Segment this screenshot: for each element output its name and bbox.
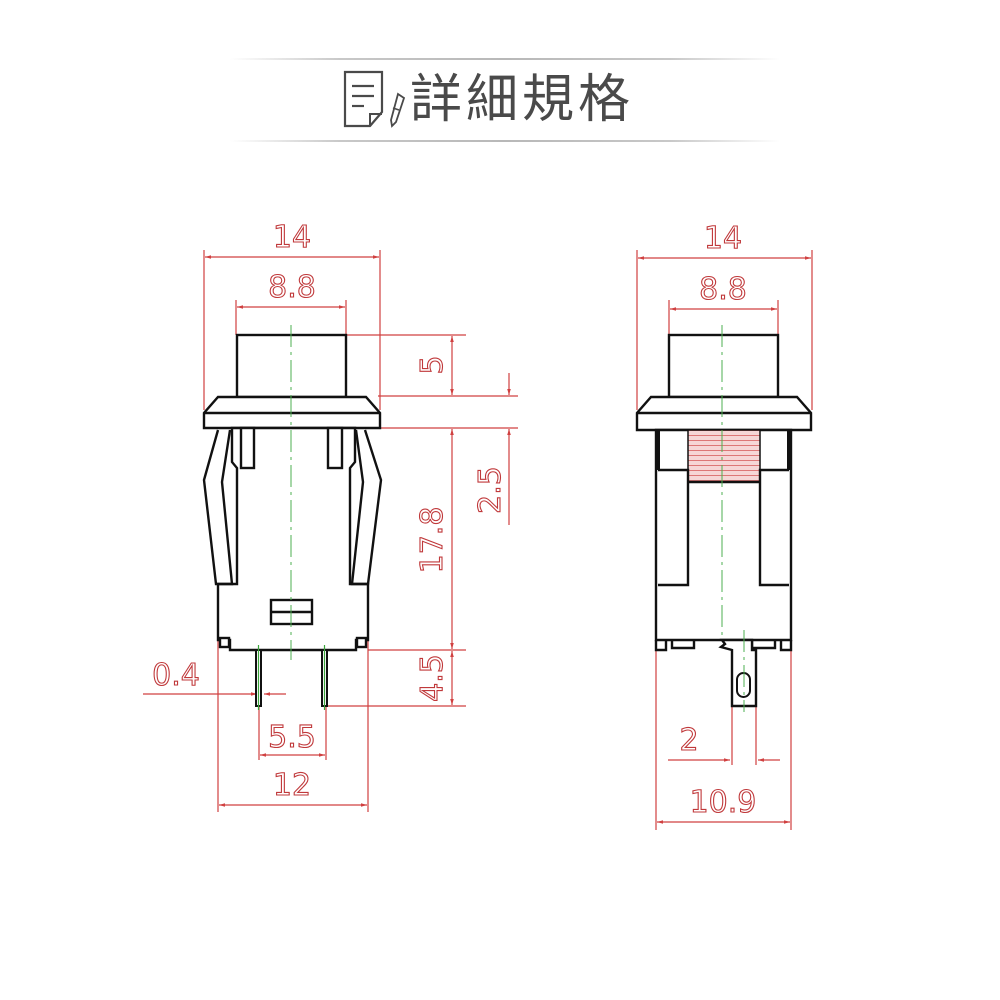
dim-side-body-depth: 10.9 [690,785,757,820]
dim-pin-spacing: 5.5 [268,720,316,755]
side-switch-outline [635,325,813,712]
dim-side-overall-width: 14 [704,221,742,256]
front-spring-left [202,429,234,586]
header-bottom-rule [230,140,780,142]
dim-side-cap-width: 8.8 [699,272,747,307]
side-pin [718,638,758,708]
front-extension-lines [203,250,518,812]
dim-overall-width: 14 [273,220,311,255]
side-view: 14 8.8 2 10.9 [635,220,813,830]
side-plunger-hatch [687,429,761,483]
front-dimension-labels: 14 8.8 5 2.5 17.8 4.5 0.4 5.5 12 [152,219,509,803]
page-title: 詳細規格 [410,70,635,130]
front-view: 14 8.8 5 2.5 17.8 4.5 0.4 5.5 12 [143,219,518,812]
header-title-group: 詳細規格 [342,68,634,132]
front-body [216,426,370,652]
front-latch-left [239,426,256,470]
front-spring-right [350,429,383,586]
front-switch-outline [202,325,383,710]
dim-flange-thickness: 2.5 [473,466,508,514]
side-cap [667,333,780,399]
dim-side-pin-width: 2 [679,723,698,758]
side-dimension-lines [638,256,811,824]
spec-header: 詳細規格 [230,58,780,144]
dim-pin-thickness: 0.4 [152,658,200,693]
dim-body-width: 12 [273,768,311,803]
dim-body-height: 17.8 [415,507,450,574]
dim-pin-length: 4.5 [415,654,450,702]
dim-cap-width: 8.8 [268,270,316,305]
front-dimension-lines [143,255,511,807]
document-pencil-icon [343,70,406,128]
front-latch-right [326,426,344,470]
header-top-rule [230,58,780,60]
dim-cap-height: 5 [415,355,450,374]
side-dimension-labels: 14 8.8 2 10.9 [679,220,757,820]
